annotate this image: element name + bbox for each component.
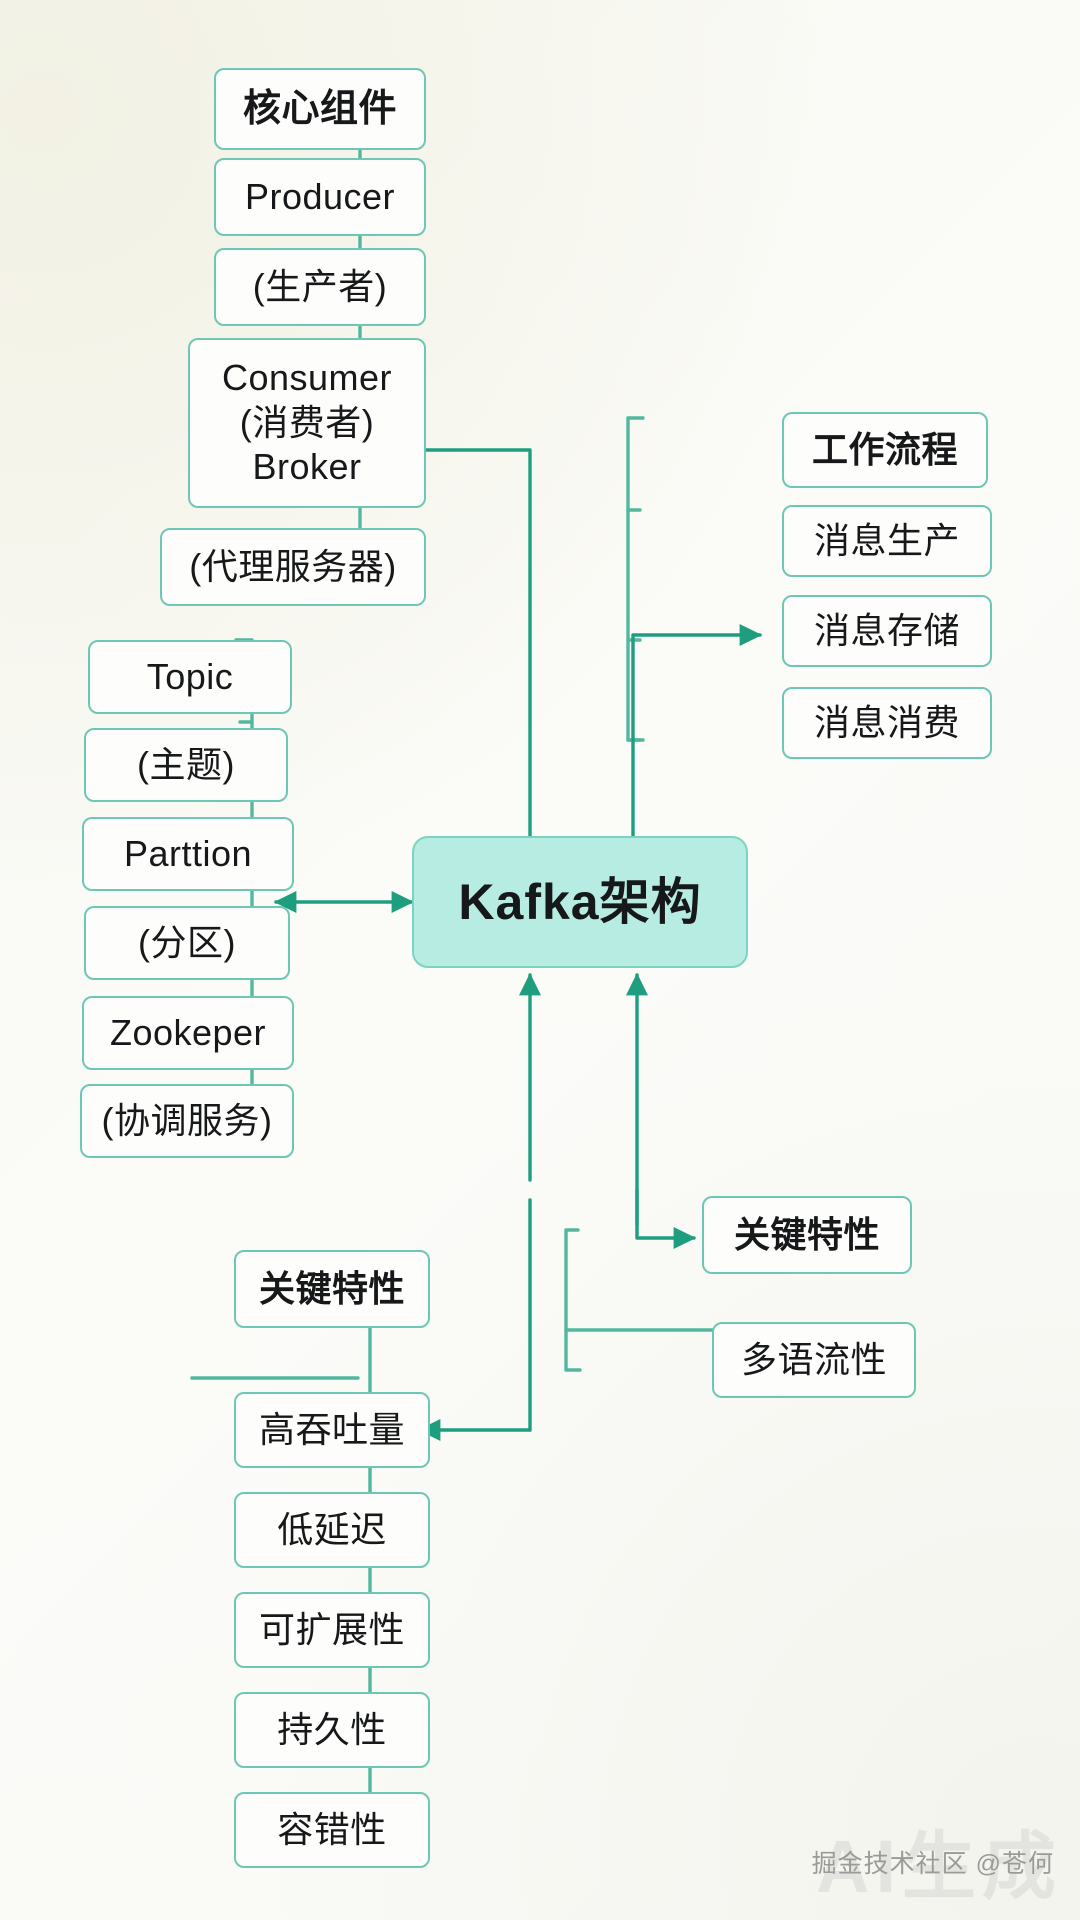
node-high-throughput[interactable]: 高吞吐量	[234, 1392, 430, 1468]
node-consumer-broker[interactable]: Consumer (消费者) Broker	[188, 338, 426, 508]
node-broker-label: Broker	[252, 446, 362, 488]
node-topic-cn[interactable]: (主题)	[84, 728, 288, 802]
node-fault-tolerance[interactable]: 容错性	[234, 1792, 430, 1868]
node-partition-cn[interactable]: (分区)	[84, 906, 290, 980]
node-center-kafka[interactable]: Kafka架构	[412, 836, 748, 968]
node-low-latency[interactable]: 低延迟	[234, 1492, 430, 1568]
node-producer[interactable]: Producer	[214, 158, 426, 236]
link-center-to-core	[375, 438, 532, 847]
node-topic[interactable]: Topic	[88, 640, 292, 714]
node-zookeeper-cn[interactable]: (协调服务)	[80, 1084, 294, 1158]
node-workflow-produce[interactable]: 消息生产	[782, 505, 992, 577]
node-durability[interactable]: 持久性	[234, 1692, 430, 1768]
background-watermark: AI生成	[816, 1825, 1062, 1908]
node-producer-cn[interactable]: (生产者)	[214, 248, 426, 326]
node-core-components-header[interactable]: 核心组件	[214, 68, 426, 150]
node-multi-language[interactable]: 多语流性	[712, 1322, 916, 1398]
node-consumer-label: Consumer	[221, 357, 393, 399]
node-workflow-store[interactable]: 消息存储	[782, 595, 992, 667]
spine-workflow	[626, 416, 645, 742]
node-workflow-consume[interactable]: 消息消费	[782, 687, 992, 759]
node-key-features-right-header[interactable]: 关键特性	[702, 1196, 912, 1274]
node-zookeeper[interactable]: Zookeper	[82, 996, 294, 1070]
node-broker-cn[interactable]: (代理服务器)	[160, 528, 426, 606]
link-center-to-workflow	[631, 623, 763, 837]
node-consumer-cn-label: (消费者)	[239, 401, 375, 443]
node-scalability[interactable]: 可扩展性	[234, 1592, 430, 1668]
node-key-features-bottom-header[interactable]: 关键特性	[234, 1250, 430, 1328]
link-center-to-right-features	[635, 1188, 697, 1250]
node-workflow-header[interactable]: 工作流程	[782, 412, 988, 488]
node-partition[interactable]: Parttion	[82, 817, 294, 891]
credit-watermark: 掘金技术社区 @苍何	[811, 1850, 1054, 1878]
